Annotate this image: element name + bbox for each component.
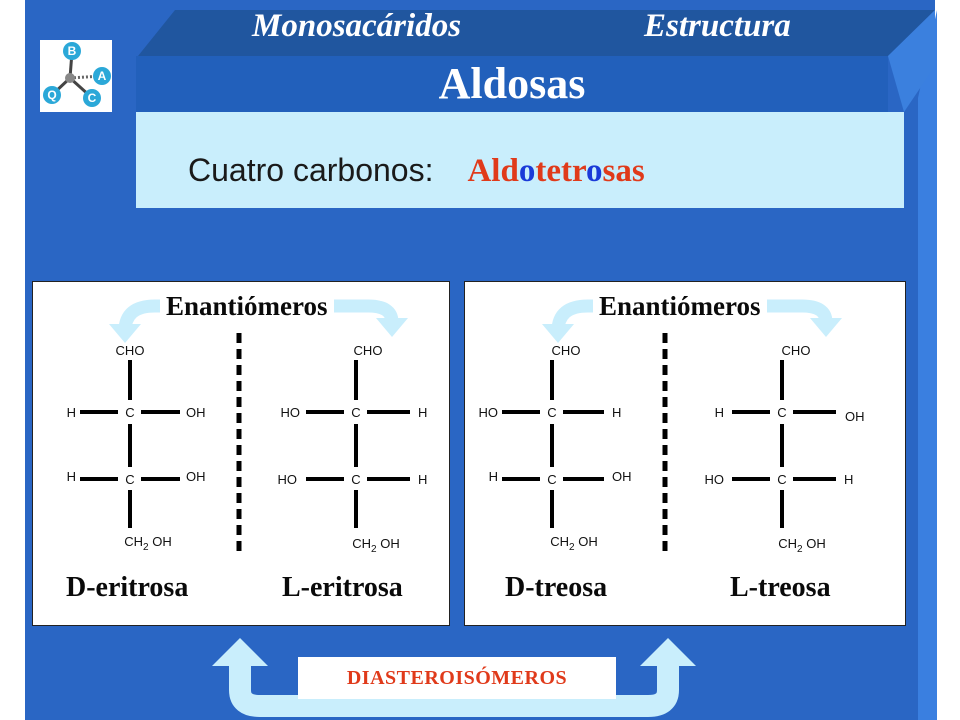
logo-atom-a: A — [93, 67, 111, 85]
svg-text:Q: Q — [47, 88, 56, 102]
substituent-right: H — [418, 472, 427, 487]
carbon-atom: C — [777, 472, 786, 487]
fischer-d-threose: CHO C C HO H H OH CH2 OH — [479, 343, 632, 553]
logo: B A C Q — [40, 40, 112, 112]
group-top: CHO — [116, 343, 145, 358]
substituent-right: OH — [612, 469, 632, 484]
group-bottom: CH2 OH — [778, 536, 825, 555]
fischer-d-erythrose: CHO C C H OH H OH CH2 OH — [67, 343, 206, 553]
logo-atom-q: Q — [43, 86, 61, 104]
molecule-name: L-eritrosa — [282, 572, 403, 603]
molecule-name: L-treosa — [730, 572, 831, 603]
enantiomer-label: Enantiómeros — [160, 290, 334, 322]
logo-atom-b: B — [63, 42, 81, 60]
group-top: CHO — [782, 343, 811, 358]
group-top: CHO — [354, 343, 383, 358]
highlight-segment: o — [586, 153, 603, 189]
substituent-left: HO — [281, 405, 301, 420]
substituent-right: H — [844, 472, 853, 487]
subtitle-label: Cuatro carbonos: — [188, 152, 434, 188]
substituent-right: OH — [845, 409, 865, 424]
carbon-atom: C — [125, 405, 134, 420]
highlight-segment: sas — [602, 153, 645, 189]
enantiomer-label: Enantiómeros — [593, 290, 767, 322]
group-bottom: CH2 OH — [352, 536, 399, 555]
header-left-label: Monosacáridos — [252, 8, 462, 44]
carbon-atom: C — [547, 405, 556, 420]
highlight-segment: tetr — [535, 153, 587, 189]
highlight-segment: Ald — [467, 153, 519, 189]
substituent-left: HO — [705, 472, 725, 487]
molecule-name: D-treosa — [505, 572, 608, 603]
carbon-atom: C — [351, 405, 360, 420]
fischer-l-threose: CHO C C H OH HO H CH2 OH — [705, 343, 865, 555]
substituent-left: HO — [278, 472, 298, 487]
molecule-name: D-eritrosa — [66, 572, 189, 603]
carbon-atom: C — [351, 472, 360, 487]
threose-panel — [464, 281, 906, 626]
carbon-atom: C — [125, 472, 134, 487]
substituent-left: H — [67, 405, 76, 420]
substituent-left: H — [67, 469, 76, 484]
substituent-left: H — [715, 405, 724, 420]
subtitle: Cuatro carbonos:Aldotetrosas — [188, 152, 645, 190]
substituent-left: HO — [479, 405, 499, 420]
substituent-right: H — [418, 405, 427, 420]
substituent-right: H — [612, 405, 621, 420]
subtitle-highlight: Aldotetrosas — [467, 153, 644, 189]
slide-title: Aldosas — [438, 59, 586, 108]
svg-text:A: A — [98, 69, 107, 83]
svg-text:C: C — [88, 91, 97, 105]
substituent-right: OH — [186, 469, 206, 484]
substituent-right: OH — [186, 405, 206, 420]
logo-atom-c: C — [83, 89, 101, 107]
group-bottom: CH2 OH — [124, 534, 171, 553]
substituent-left: H — [489, 469, 498, 484]
diastereomer-label: DIASTEROISÓMEROS — [298, 657, 616, 699]
group-bottom: CH2 OH — [550, 534, 597, 553]
svg-text:B: B — [68, 44, 77, 58]
carbon-atom: C — [547, 472, 556, 487]
highlight-segment: o — [518, 153, 536, 189]
header-right-label: Estructura — [644, 8, 791, 44]
fischer-l-erythrose: CHO C C HO H HO H CH2 OH — [278, 343, 428, 555]
group-top: CHO — [552, 343, 581, 358]
carbon-atom: C — [777, 405, 786, 420]
